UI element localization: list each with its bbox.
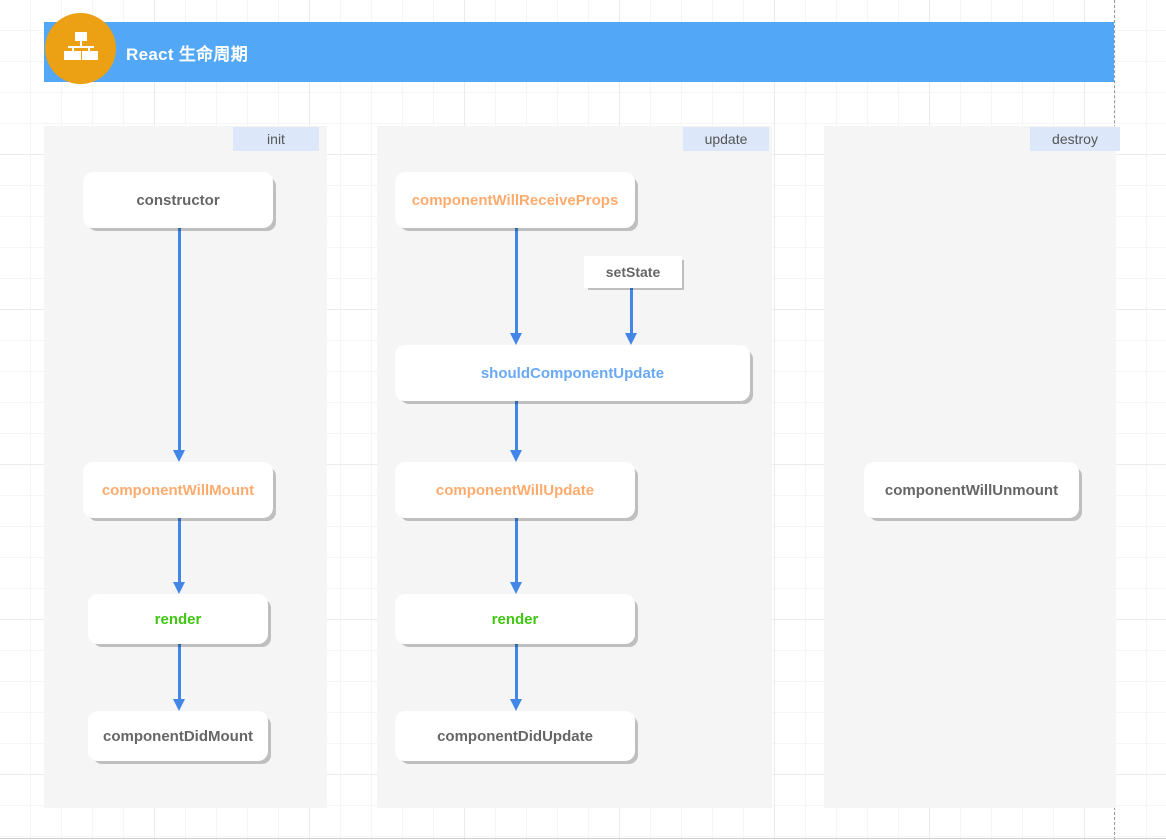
arrow-componentwillupdate-to-render <box>509 518 523 594</box>
node-render-init[interactable]: render <box>88 594 268 644</box>
node-component-will-unmount[interactable]: componentWillUnmount <box>864 462 1079 518</box>
node-component-will-receive-props[interactable]: componentWillReceiveProps <box>395 172 635 228</box>
arrow-render-to-componentdidupdate <box>509 644 523 711</box>
arrow-setstate-to-shouldcomponentupdate <box>624 288 638 345</box>
page-boundary-horizontal <box>0 838 1166 839</box>
lane-label-update[interactable]: update <box>683 127 769 151</box>
page-title: React 生命周期 <box>126 44 249 64</box>
arrow-constructor-to-componentwillmount <box>172 228 186 462</box>
arrow-componentwillmount-to-render <box>172 518 186 594</box>
lane-label-init[interactable]: init <box>233 127 319 151</box>
node-component-will-update[interactable]: componentWillUpdate <box>395 462 635 518</box>
node-render-update[interactable]: render <box>395 594 635 644</box>
arrow-shouldcomponentupdate-to-componentwillupdate <box>509 401 523 462</box>
node-set-state[interactable]: setState <box>584 256 682 288</box>
arrow-render-to-componentdidmount <box>172 644 186 711</box>
node-component-did-mount[interactable]: componentDidMount <box>88 711 268 761</box>
diagram-title-bar[interactable]: React 生命周期 <box>44 22 1114 82</box>
node-constructor[interactable]: constructor <box>83 172 273 228</box>
node-component-will-mount[interactable]: componentWillMount <box>83 462 273 518</box>
org-chart-icon <box>45 13 116 84</box>
arrow-cwrp-to-shouldcomponentupdate <box>509 228 523 345</box>
node-should-component-update[interactable]: shouldComponentUpdate <box>395 345 750 401</box>
lane-label-destroy[interactable]: destroy <box>1030 127 1120 151</box>
node-component-did-update[interactable]: componentDidUpdate <box>395 711 635 761</box>
